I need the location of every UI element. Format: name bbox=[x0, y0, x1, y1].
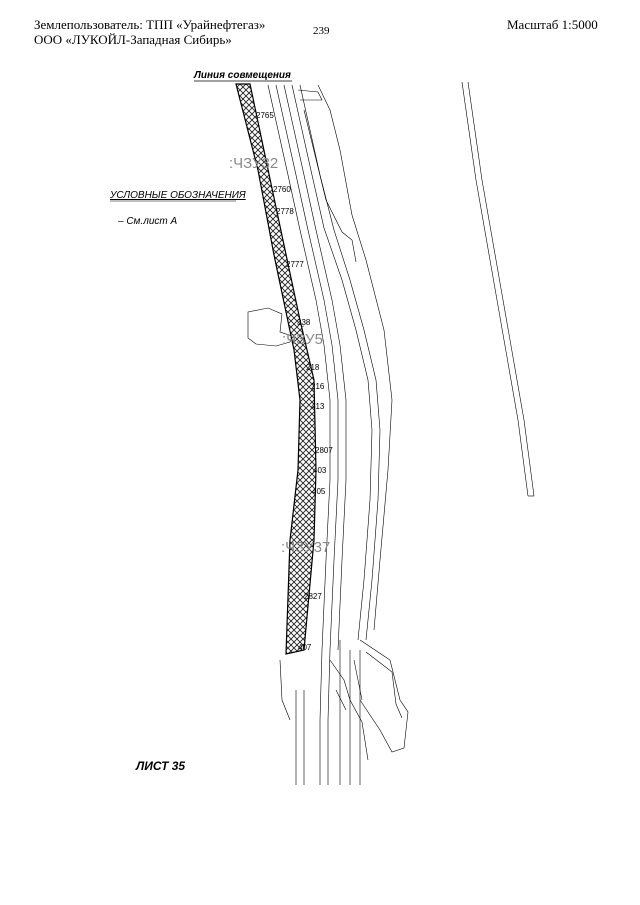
hatched-parcel bbox=[235, 83, 317, 655]
point-label: 2765 bbox=[256, 111, 274, 120]
point-label: 218 bbox=[306, 363, 320, 372]
point-labels: 2765 2760 2778 2777 338 218 216 413 2807… bbox=[256, 111, 333, 652]
zone-label: :ЧЗУ37 bbox=[281, 539, 330, 556]
point-label: 403 bbox=[313, 466, 327, 475]
match-line-label: Линия совмещения bbox=[193, 70, 291, 81]
point-label: 407 bbox=[298, 643, 312, 652]
scale-label: Масштаб 1:5000 bbox=[507, 17, 598, 32]
point-label: 413 bbox=[311, 402, 325, 411]
zone-label: :ЧЗУ5 bbox=[282, 331, 323, 348]
sheet-label: ЛИСТ 35 bbox=[135, 759, 185, 773]
point-label: 2760 bbox=[273, 185, 291, 194]
legend-item: – См.лист А bbox=[117, 216, 178, 227]
point-label: 338 bbox=[297, 318, 311, 327]
point-label: 2807 bbox=[315, 446, 333, 455]
road-top-stub bbox=[297, 89, 323, 101]
point-label: 2778 bbox=[276, 207, 294, 216]
legend-title: УСЛОВНЫЕ ОБОЗНАЧЕНИЯ bbox=[109, 190, 246, 201]
land-user-header: Землепользователь: ТПП «Урайнефтегаз» ОО… bbox=[34, 17, 265, 47]
land-user-line2: ООО «ЛУКОЙЛ-Западная Сибирь» bbox=[34, 32, 232, 47]
junction-bottom bbox=[329, 639, 409, 761]
point-label: 405 bbox=[312, 487, 326, 496]
point-label: 2777 bbox=[286, 260, 304, 269]
point-label: 2827 bbox=[304, 592, 322, 601]
zone-label: :ЧЗУ32 bbox=[229, 155, 278, 172]
page-number: 239 bbox=[313, 25, 330, 37]
distant-road bbox=[461, 81, 535, 497]
point-label: 216 bbox=[311, 382, 325, 391]
land-user-line1: Землепользователь: ТПП «Урайнефтегаз» bbox=[34, 17, 266, 32]
road-corridor bbox=[267, 84, 393, 785]
